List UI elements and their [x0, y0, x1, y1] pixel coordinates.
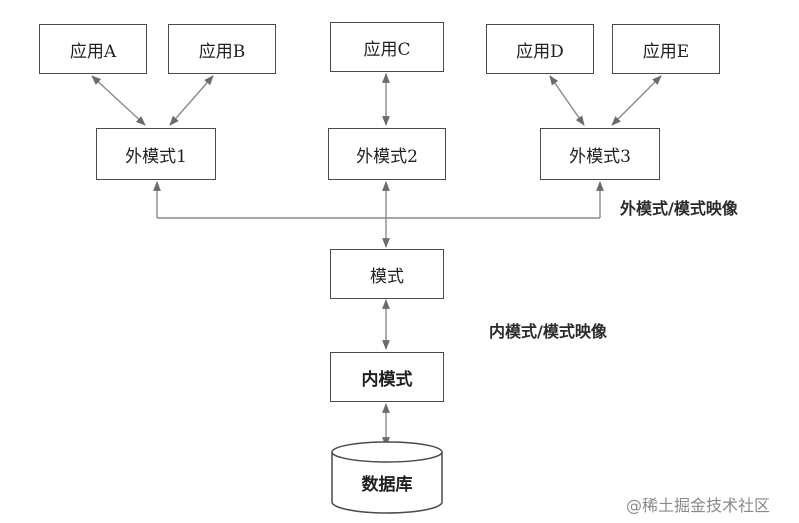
external-schema-3-box: 外模式3 [540, 128, 660, 180]
schema-label: 模式 [370, 266, 404, 287]
external-schema-1-label: 外模式1 [125, 146, 187, 167]
app-c-box: 应用C [330, 22, 444, 72]
arrow-appD-ext3 [549, 75, 585, 126]
arrow-appB-ext1 [169, 75, 214, 126]
external-schema-3-label: 外模式3 [569, 146, 631, 167]
app-d-box: 应用D [486, 24, 594, 74]
database-label: 数据库 [361, 475, 413, 495]
app-a-box: 应用A [39, 24, 147, 74]
internal-mapping-label: 内模式/模式映像 [489, 322, 607, 341]
external-schema-2-box: 外模式2 [328, 128, 446, 180]
app-e-label: 应用E [642, 41, 690, 62]
arrow-appA-ext1 [91, 75, 146, 126]
app-a-label: 应用A [69, 41, 117, 62]
app-b-box: 应用B [168, 24, 276, 74]
internal-schema-label: 内模式 [361, 369, 413, 390]
external-mapping-label: 外模式/模式映像 [620, 199, 738, 218]
app-e-box: 应用E [612, 24, 720, 74]
app-b-label: 应用B [198, 41, 246, 62]
arrow-appE-ext3 [611, 75, 662, 126]
database-cylinder: 数据库 [330, 440, 444, 516]
database-icon [331, 441, 443, 514]
app-d-label: 应用D [516, 41, 564, 62]
app-c-label: 应用C [363, 39, 411, 60]
external-schema-1-box: 外模式1 [96, 128, 216, 180]
external-schema-2-label: 外模式2 [356, 146, 418, 167]
schema-box: 模式 [330, 249, 444, 299]
watermark: @稀土掘金技术社区 [626, 496, 771, 515]
internal-schema-box: 内模式 [330, 352, 444, 402]
